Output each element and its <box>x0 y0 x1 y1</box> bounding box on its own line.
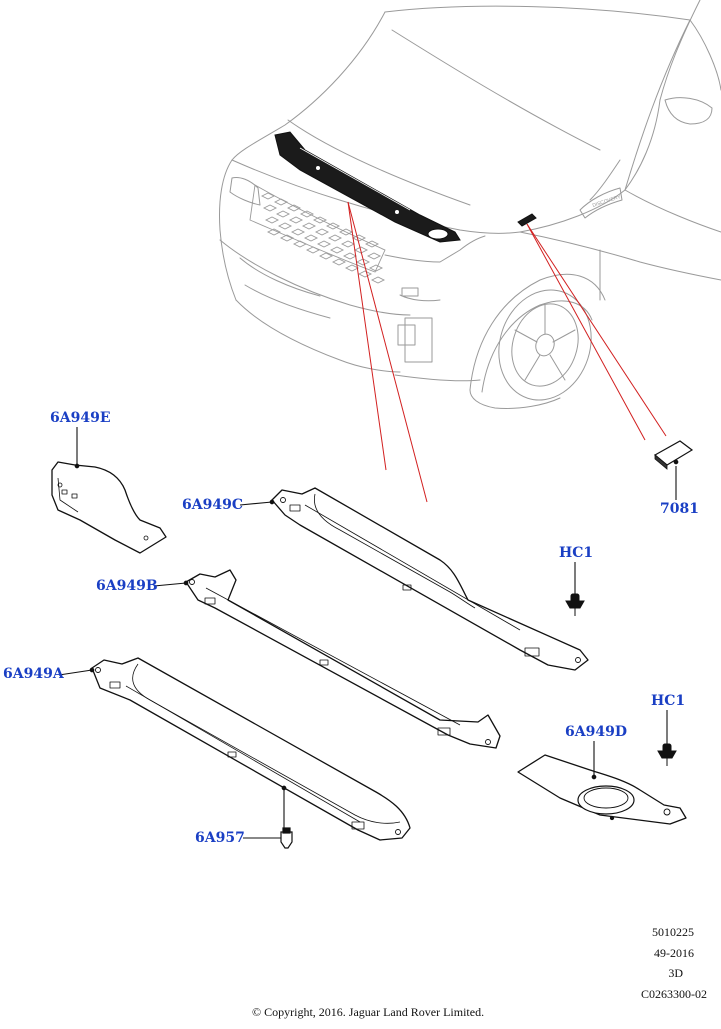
fastener-hc1-lower[interactable] <box>658 744 676 766</box>
callout-6a949b[interactable]: 6A949B <box>96 578 158 594</box>
grille-cell <box>303 223 315 229</box>
grille-cell <box>290 217 302 223</box>
installed-cowl-part <box>275 132 460 242</box>
grille-cell <box>331 247 343 253</box>
grille-cell <box>262 193 274 199</box>
callout-6a949c[interactable]: 6A949C <box>182 497 243 513</box>
callout-6a949a[interactable]: 6A949A <box>3 666 64 682</box>
grille-cell <box>368 253 380 259</box>
reference-line-2: 49-2016 <box>654 946 694 961</box>
grille-cell <box>264 205 276 211</box>
grille-cell <box>342 241 354 247</box>
grille-cell <box>266 217 278 223</box>
fastener-6a957[interactable] <box>281 828 292 848</box>
callout-6a957[interactable]: 6A957 <box>195 830 245 846</box>
grille-cell <box>372 277 384 283</box>
part-6a949e[interactable] <box>52 462 166 553</box>
grille-cell <box>307 247 319 253</box>
callout-hc1-upper[interactable]: HC1 <box>559 545 593 561</box>
grille-cell <box>305 235 317 241</box>
grille-cell <box>277 211 289 217</box>
grille-cell <box>346 265 358 271</box>
grille-cell <box>279 223 291 229</box>
callout-6a949d[interactable]: 6A949D <box>565 724 627 740</box>
reference-line-1: 5010225 <box>652 925 694 940</box>
callout-hc1-lower[interactable]: HC1 <box>651 693 685 709</box>
grille-cell <box>301 211 313 217</box>
fastener-hc1-upper[interactable] <box>566 594 584 616</box>
part-6a949d[interactable] <box>518 755 686 824</box>
callout-6a949e[interactable]: 6A949E <box>50 410 111 426</box>
grille-cell <box>329 235 341 241</box>
red-leader-lines <box>348 202 666 502</box>
part-7081[interactable] <box>655 441 692 469</box>
grille-cell <box>359 271 371 277</box>
copyright-text: © Copyright, 2016. Jaguar Land Rover Lim… <box>252 1005 484 1020</box>
callout-7081[interactable]: 7081 <box>660 501 699 517</box>
part-6a949c[interactable] <box>272 488 588 670</box>
grille-cell <box>344 253 356 259</box>
reference-line-3: 3D <box>668 966 683 981</box>
reference-line-4: C0263300-02 <box>641 987 707 1002</box>
vehicle-outline <box>220 0 721 412</box>
grille-cell <box>316 229 328 235</box>
grille-cell <box>292 229 304 235</box>
grille-cell <box>318 241 330 247</box>
